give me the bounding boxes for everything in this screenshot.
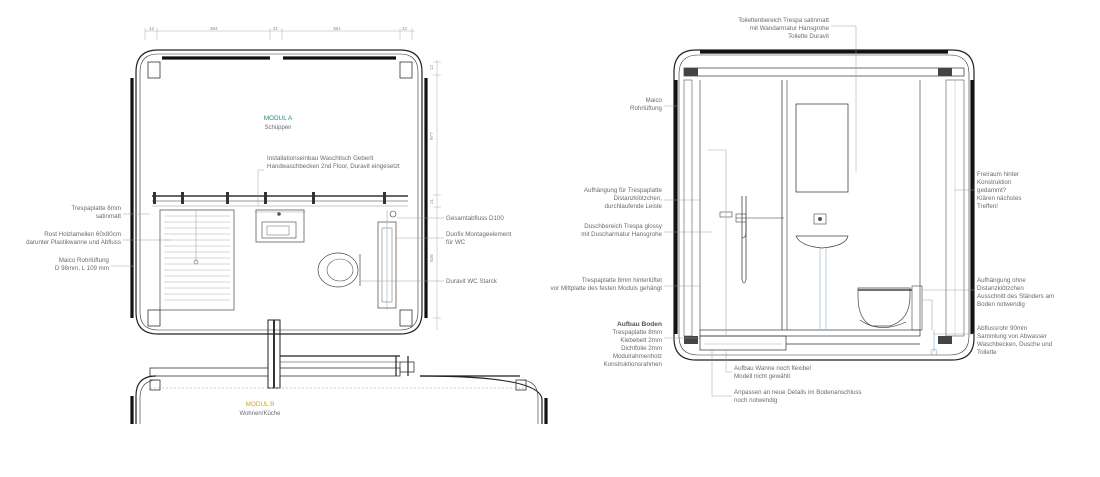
label-aufhaengung-ohne-line4: Boden notwendig	[977, 301, 1025, 308]
side-dim-1: 977	[429, 132, 434, 140]
label-abfluss-line3: Waschbecken, Dusche und	[977, 341, 1053, 348]
label-maico-line2: D 98mm, L 109 mm	[55, 265, 109, 272]
plan-annotations: Installationseinbau Waschtisch Geberit H…	[26, 155, 512, 285]
label-wanne-line2: Modell nicht gewählt	[734, 373, 790, 380]
label-trespa-hint-line2: vor Mittplatte des festen Moduls gehängt	[551, 285, 663, 292]
side-dimension-line: 12 977 21 926	[429, 60, 441, 330]
modul-a-title: MODUL A	[264, 115, 293, 122]
label-gesamtabfluss: Gesamtabfluss D100	[446, 215, 504, 222]
label-maico-right-line2: Rohrlüftung	[630, 105, 663, 112]
label-abfluss-line4: Toilette	[977, 349, 997, 356]
label-aufhaengung-line1: Aufhängung für Trespaplatte	[584, 187, 663, 194]
label-toilette-line2: mit Wandarmatur Hansgrohe	[750, 25, 830, 32]
dim-2: 21	[273, 26, 279, 31]
modul-b-title: MODUL B	[246, 401, 275, 408]
side-dim-0: 12	[429, 64, 434, 70]
side-dim-3: 926	[429, 254, 434, 262]
dim-4: 12	[402, 26, 408, 31]
dim-0: 12	[149, 26, 155, 31]
modul-a-frame	[130, 49, 428, 335]
dim-1: 364	[210, 26, 218, 31]
label-aufhaengung-line2: Distanzklötzchen,	[614, 195, 663, 202]
shower-fittings	[719, 196, 784, 284]
label-anpassen-line2: noch notwendig	[734, 397, 778, 404]
floor-plan-left: 12 364 21 381 12 12 977 21 926	[26, 26, 548, 424]
label-trespa-line2: satinmatt	[96, 213, 121, 220]
label-freiraum-line2: Konstruktion	[977, 179, 1012, 186]
bathroom-fixtures	[159, 209, 397, 311]
label-freiraum-line4: Klären nächstes	[977, 195, 1021, 202]
label-rost-line1: Rost Holzlamellen 60x80cm	[44, 231, 121, 238]
label-aufhaengung-ohne-line1: Aufhängung ohne	[977, 277, 1026, 284]
label-toilette-line3: Toilette Duravit	[788, 33, 829, 40]
modul-b-frame	[130, 375, 548, 424]
label-trespa-hint-line1: Trespaplatte 8mm hinterlüftet	[582, 277, 663, 284]
label-duofix-line1: Duofix Montageelement	[446, 231, 512, 238]
washbasin-section	[795, 213, 849, 330]
side-dim-2: 21	[429, 198, 434, 204]
modul-a-subtitle: Schüppen	[264, 125, 291, 131]
label-dusch-line1: Duschbereich Trespa glossy	[584, 223, 663, 230]
label-aufbau-line2: Klebebett 2mm	[620, 337, 662, 344]
label-duofix-line2: für WC	[446, 239, 466, 246]
label-abfluss-line2: Sammlung von Abwasser	[977, 333, 1047, 340]
label-aufbau-line5: Konstruktionsrahmen	[604, 361, 663, 368]
label-maico-right-line1: Maico	[645, 97, 662, 104]
dim-3: 381	[333, 26, 341, 31]
label-installation-line1: Installationseinbau Waschtisch Geberit	[267, 155, 374, 162]
section-annotations: Toilettenbereich Trespa satinmatt mit Wa…	[551, 17, 1055, 404]
top-dimension-line: 12 364 21 381 12	[144, 26, 415, 40]
shower-grate	[164, 215, 230, 301]
label-aufbau-line1: Trespaplatte 8mm	[612, 329, 662, 336]
label-aufbau-line3: Dichtfolie 2mm	[621, 345, 662, 352]
label-aufbau-title: Aufbau Boden	[617, 321, 662, 328]
label-abfluss-line1: Abflussrohr 90mm	[977, 325, 1027, 332]
label-maico-line1: Maico Rohrlüftung	[59, 257, 110, 264]
modul-b-subtitle: Wohnen/Küche	[240, 411, 282, 417]
section-shell	[673, 49, 975, 361]
wc-section	[857, 285, 933, 331]
label-rost-line2: darunter Plastikwanne und Abfluss	[26, 239, 121, 246]
label-duravit: Duravit WC Starck	[446, 278, 498, 285]
label-aufbau-line4: Modulrahmenholz	[613, 353, 662, 360]
label-freiraum-line3: gedammt?	[977, 187, 1007, 194]
section-right: Toilettenbereich Trespa satinmatt mit Wa…	[551, 17, 1055, 404]
label-freiraum-line1: Freiraum hinter	[977, 171, 1019, 178]
label-trespa-line1: Trespaplatte 8mm	[71, 205, 121, 212]
label-anpassen-line1: Anpassen an neue Details im Bodenanschlu…	[734, 389, 862, 396]
label-installation-line2: Handwaschbecken 2nd Floor, Duravit einge…	[267, 163, 400, 170]
module-connection-walls	[149, 319, 415, 389]
label-aufhaengung-line3: durchlaufende Leiste	[605, 203, 663, 210]
label-wanne-line1: Aufbau Wanne noch flexibel	[734, 365, 811, 372]
label-freiraum-line5: Treffen!	[977, 203, 998, 210]
label-dusch-line2: mit Duscharmatur Hansgrohe	[581, 231, 662, 238]
label-aufhaengung-ohne-line2: Distanzklötzchen	[977, 285, 1024, 292]
label-aufhaengung-ohne-line3: Ausschnitt des Ständers am	[977, 293, 1054, 300]
label-toilette-line1: Toilettenbereich Trespa satinmatt	[738, 17, 829, 24]
